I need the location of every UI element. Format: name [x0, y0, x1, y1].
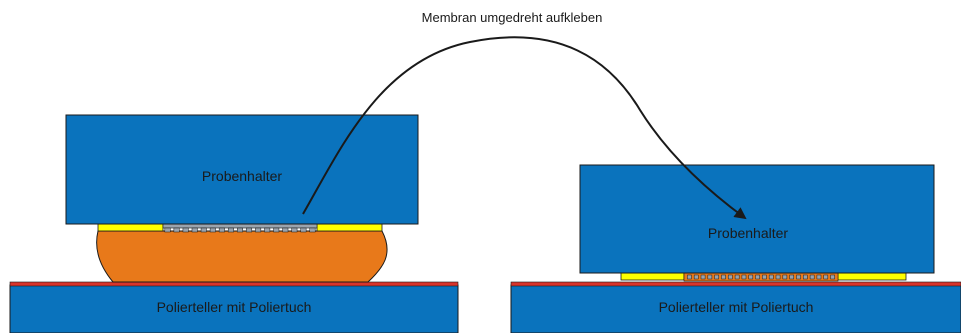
membrane-structure [209, 227, 216, 233]
membrane-structure [264, 227, 271, 233]
membrane-structure [246, 227, 253, 233]
membrane-structure [687, 274, 692, 280]
membrane-structure [218, 227, 225, 233]
membrane-structure [291, 227, 298, 233]
membrane-structure [164, 227, 171, 233]
left-glue-strip-right [316, 223, 383, 232]
membrane-structure [796, 274, 801, 280]
right-assembly: Polierteller mit Poliertuch Probenhalter [510, 164, 961, 333]
membrane-structure [227, 227, 234, 233]
right-glue-strip-right [837, 272, 907, 281]
right-polishing-cloth [510, 281, 961, 287]
membrane-structure [782, 274, 788, 280]
membrane-structure [707, 274, 713, 280]
membrane-structure [300, 227, 307, 233]
membrane-structure [700, 274, 706, 280]
left-assembly: Polierteller mit Poliertuch Probenhalter [9, 114, 459, 333]
curved-arrow-icon [302, 36, 747, 220]
left-glue-strip-left [97, 223, 164, 232]
membrane-structure [237, 227, 243, 233]
membrane-structure [282, 227, 289, 233]
left-polishing-cloth [9, 281, 459, 287]
left-mounting-wax [96, 230, 388, 283]
right-plate-label: Polierteller mit Poliertuch [659, 299, 814, 315]
membrane-structure [809, 274, 815, 280]
membrane-structure [748, 274, 754, 280]
membrane-structure [775, 274, 781, 280]
membrane-structure [173, 227, 180, 233]
left-polishing-plate [9, 284, 459, 333]
membrane-structure [728, 274, 733, 280]
right-glue-strip-left [620, 272, 685, 281]
right-sample-holder [579, 164, 935, 274]
membrane-structure [741, 274, 747, 280]
membrane-structure [191, 227, 198, 233]
right-membrane [683, 272, 839, 282]
membrane-structure [714, 274, 719, 280]
membrane-structure [693, 274, 699, 280]
membrane-structure [762, 274, 767, 280]
right-holder-label: Probenhalter [708, 225, 789, 241]
right-polishing-plate [510, 284, 961, 333]
membrane-structure [182, 227, 189, 233]
membrane-structure [823, 274, 829, 280]
membrane-structure [721, 274, 726, 280]
membrane-structure [255, 227, 262, 233]
left-membrane [162, 223, 318, 233]
left-sample-holder [65, 114, 419, 225]
step-caption: Membran umgedreht aufkleben [422, 10, 603, 25]
membrane-structure [200, 227, 207, 233]
membrane-structure [309, 227, 316, 233]
membrane-structure [768, 274, 774, 280]
membrane-structure [789, 274, 794, 280]
membrane-structure [273, 227, 280, 233]
membrane-structure [803, 274, 808, 280]
membrane-structure [816, 274, 822, 280]
left-plate-label: Polierteller mit Poliertuch [157, 299, 312, 315]
membrane-structure [755, 274, 760, 280]
left-holder-label: Probenhalter [202, 168, 283, 184]
membrane-structure [830, 274, 835, 280]
membrane-structure [734, 274, 740, 280]
